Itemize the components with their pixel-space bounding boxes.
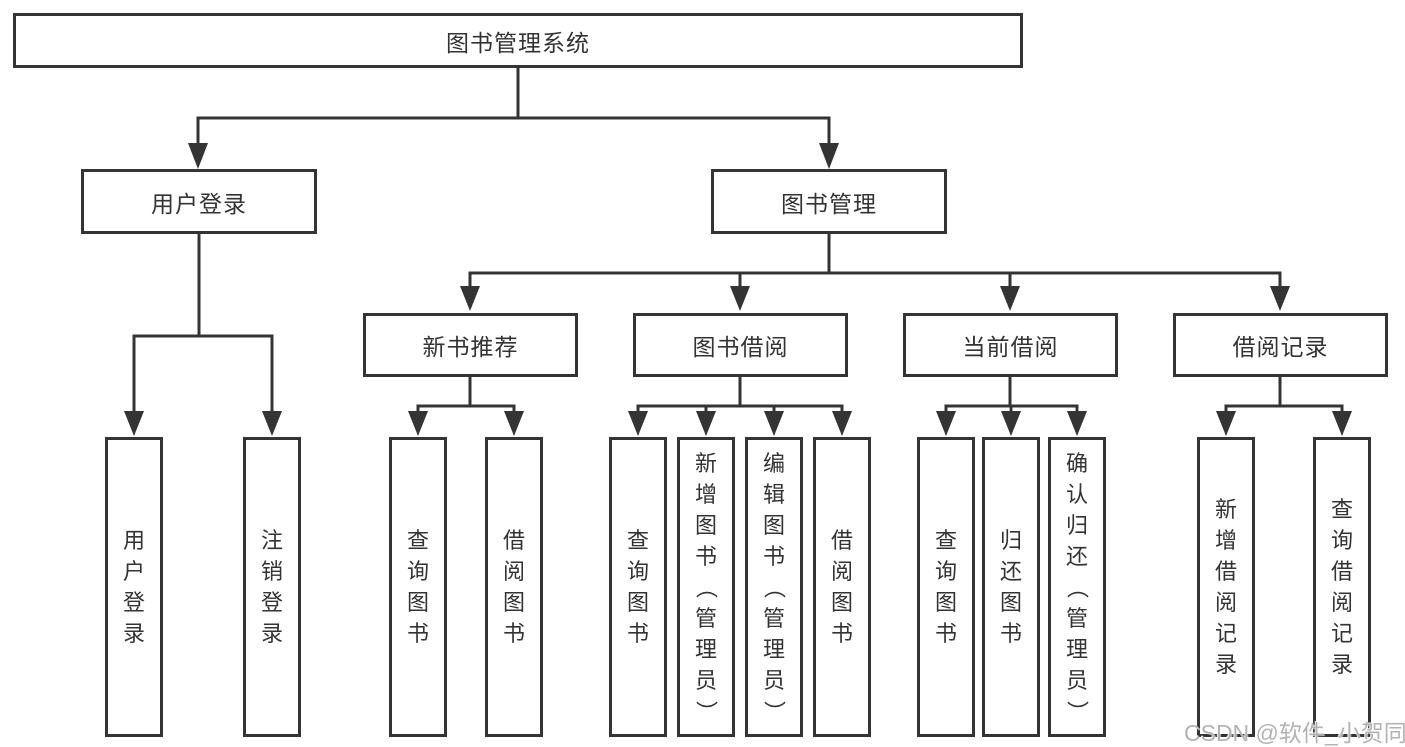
leaf-confirm-return-admin: 确认归还（管理员）: [1048, 437, 1106, 737]
node-book-management: 图书管理: [711, 169, 947, 234]
node-library-management-system: 图书管理系统: [13, 13, 1023, 68]
node-borrowing-records: 借阅记录: [1173, 313, 1388, 377]
leaf-query-borrow-record: 查询借阅记录: [1313, 437, 1371, 737]
node-new-book-recommendation: 新书推荐: [363, 313, 578, 377]
leaf-add-borrow-record: 新增借阅记录: [1197, 437, 1255, 737]
leaf-query-books-recommend: 查询图书: [389, 437, 447, 737]
leaf-query-books-current: 查询图书: [917, 437, 975, 737]
arrowheads: [124, 143, 1352, 436]
leaf-return-books: 归还图书: [982, 437, 1040, 737]
node-user-login: 用户登录: [81, 169, 317, 234]
leaf-borrow-books-borrowing: 借阅图书: [813, 437, 871, 737]
leaf-add-books-admin: 新增图书（管理员）: [677, 437, 735, 737]
watermark-csdn: CSDN @软件_小贺同学: [1184, 720, 1405, 746]
leaf-borrow-books-recommend: 借阅图书: [485, 437, 543, 737]
leaf-query-books-borrowing: 查询图书: [609, 437, 667, 737]
node-book-borrowing: 图书借阅: [633, 313, 848, 377]
node-current-borrowing: 当前借阅: [903, 313, 1118, 377]
leaf-user-login: 用户登录: [105, 437, 163, 737]
leaf-edit-books-admin: 编辑图书（管理员）: [745, 437, 803, 737]
leaf-logout: 注销登录: [243, 437, 301, 737]
